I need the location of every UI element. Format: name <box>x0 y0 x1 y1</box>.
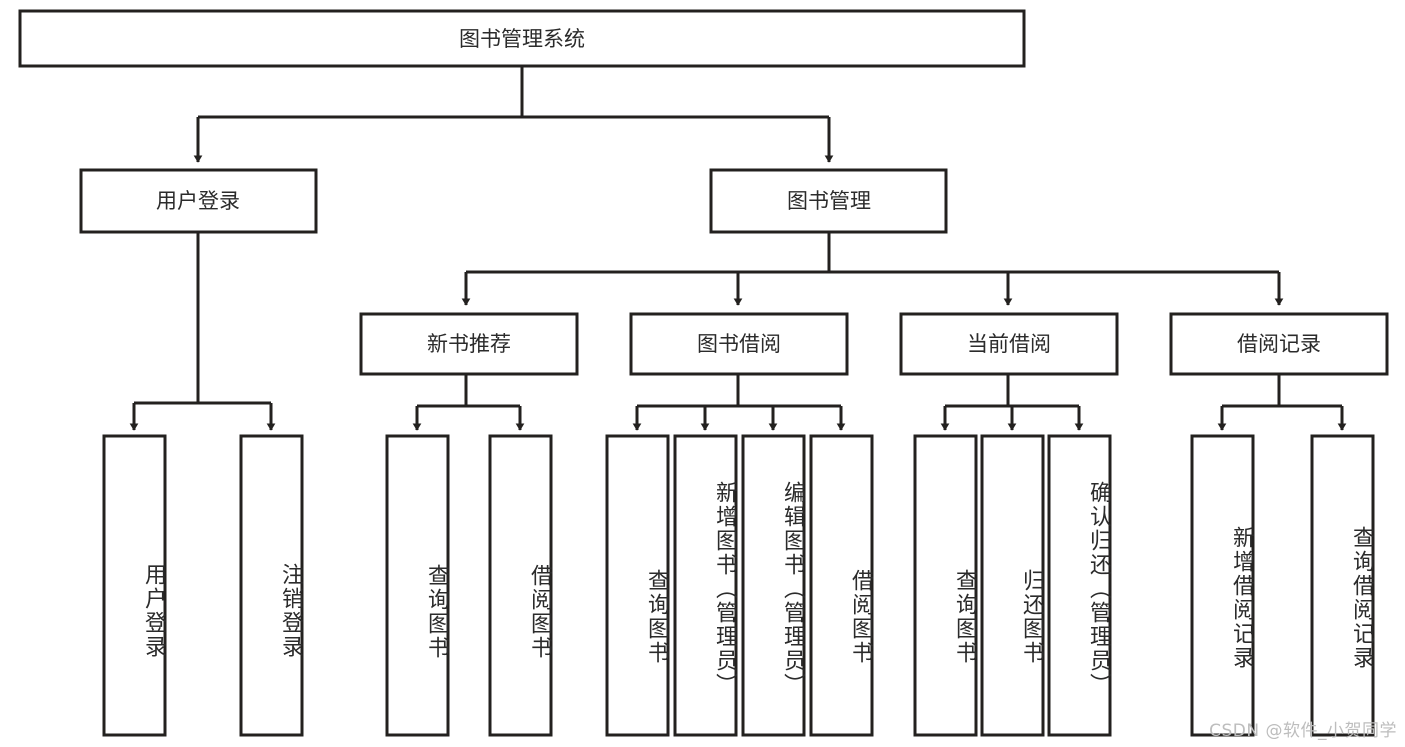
node-leaf-query-record-box[interactable] <box>1310 434 1375 737</box>
node-book-manage-box[interactable] <box>709 168 948 234</box>
node-new-book-recommend[interactable]: 新书推荐 <box>359 312 579 376</box>
node-user-login-box[interactable] <box>79 168 318 234</box>
leaf-layer <box>102 434 1375 737</box>
node-leaf-query-book-1-box[interactable] <box>385 434 450 737</box>
node-borrow-record-box[interactable] <box>1169 312 1389 376</box>
node-borrow-record-label: 借阅记录 <box>1237 332 1321 356</box>
node-current-borrow-label: 当前借阅 <box>967 332 1051 356</box>
node-new-book-recommend-box[interactable] <box>359 312 579 376</box>
node-root-label: 图书管理系统 <box>459 27 585 51</box>
connector-layer <box>129 66 1347 431</box>
node-book-manage-label: 图书管理 <box>787 189 871 213</box>
node-leaf-borrow-book-2-box[interactable] <box>809 434 874 737</box>
node-leaf-user-login-box[interactable] <box>102 434 167 737</box>
node-new-book-recommend-label: 新书推荐 <box>427 332 511 356</box>
node-borrow-record[interactable]: 借阅记录 <box>1169 312 1389 376</box>
node-leaf-query-book-2-box[interactable] <box>605 434 670 737</box>
node-book-borrow-box[interactable] <box>629 312 849 376</box>
node-leaf-user-logout-box[interactable] <box>239 434 304 737</box>
node-book-borrow-label: 图书借阅 <box>697 332 781 356</box>
node-leaf-return-book-box[interactable] <box>980 434 1045 737</box>
node-leaf-borrow-book-1-box[interactable] <box>488 434 553 737</box>
node-user-login-label: 用户登录 <box>156 189 240 213</box>
node-leaf-edit-book-box[interactable] <box>741 434 806 737</box>
node-current-borrow-box[interactable] <box>899 312 1119 376</box>
node-book-manage[interactable]: 图书管理 <box>709 168 948 234</box>
node-user-login[interactable]: 用户登录 <box>79 168 318 234</box>
node-leaf-confirm-return-box[interactable] <box>1047 434 1112 737</box>
node-root-box[interactable] <box>18 9 1026 68</box>
node-root[interactable]: 图书管理系统 <box>18 9 1026 68</box>
node-leaf-add-record-box[interactable] <box>1190 434 1255 737</box>
node-book-borrow[interactable]: 图书借阅 <box>629 312 849 376</box>
node-leaf-add-book-box[interactable] <box>673 434 738 737</box>
watermark-text: CSDN @软件_小贺同学 <box>1209 721 1397 741</box>
node-current-borrow[interactable]: 当前借阅 <box>899 312 1119 376</box>
node-layer: 图书管理系统 用户登录 图书管理 新书推荐 图书借阅 当前 <box>18 9 1389 737</box>
node-leaf-query-book-3-box[interactable] <box>913 434 978 737</box>
